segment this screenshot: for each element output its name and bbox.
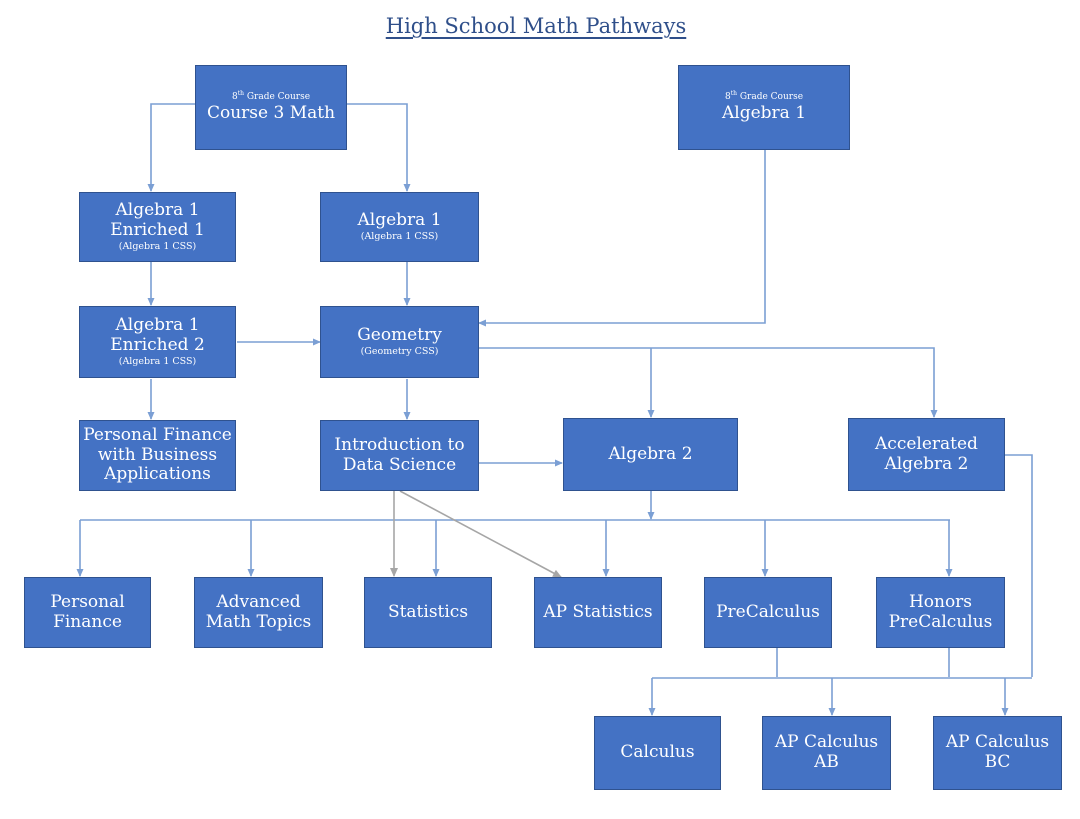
node-algebra-1-8th-grade: 8th Grade Course Algebra 1 xyxy=(678,65,850,150)
node-label: Calculus xyxy=(620,742,695,763)
node-label: Introduction to Data Science xyxy=(334,434,465,475)
node-sublabel: (Algebra 1 CSS) xyxy=(118,356,197,368)
node-personal-finance-business: Personal Finance with Business Applicati… xyxy=(79,420,236,491)
node-sublabel: (Geometry CSS) xyxy=(360,346,439,358)
page-title: High School Math Pathways xyxy=(385,14,687,38)
node-label: Algebra 1 xyxy=(721,103,807,124)
edge-alg1-8th-to-geometry xyxy=(478,150,766,327)
node-label: AP Calculus AB xyxy=(774,732,879,772)
node-label: AP Calculus BC xyxy=(945,732,1050,772)
node-sublabel: (Algebra 1 CSS) xyxy=(360,231,439,243)
node-course-3-math: 8th Grade Course Course 3 Math xyxy=(195,65,347,150)
grade-label: 8th Grade Course xyxy=(724,90,804,103)
node-algebra-1: Algebra 1 (Algebra 1 CSS) xyxy=(320,192,479,262)
node-label: Advanced Math Topics xyxy=(205,591,312,632)
node-algebra-1-enriched-2: Algebra 1 Enriched 2 (Algebra 1 CSS) xyxy=(79,306,236,378)
node-personal-finance: Personal Finance xyxy=(24,577,151,648)
node-ap-calculus-bc: AP Calculus BC xyxy=(933,716,1062,790)
node-label: Course 3 Math xyxy=(206,103,336,124)
node-ap-statistics: AP Statistics xyxy=(534,577,662,648)
node-algebra-2: Algebra 2 xyxy=(563,418,738,491)
edge-geometry-branch xyxy=(479,347,938,418)
node-label: Personal Finance with Business Applicati… xyxy=(83,425,232,485)
node-sublabel: (Algebra 1 CSS) xyxy=(118,241,197,253)
node-label: Algebra 2 xyxy=(608,443,693,464)
node-label: Statistics xyxy=(387,601,469,622)
node-geometry: Geometry (Geometry CSS) xyxy=(320,306,479,378)
node-ap-calculus-ab: AP Calculus AB xyxy=(762,716,891,790)
edge-intro-data-science-to-ap-statistics xyxy=(399,490,562,578)
node-label: Accelerated Algebra 2 xyxy=(875,433,978,474)
node-accelerated-algebra-2: Accelerated Algebra 2 xyxy=(848,418,1005,491)
edge-course3-to-alg1 xyxy=(346,103,411,192)
node-label: PreCalculus xyxy=(716,601,820,622)
node-label: Algebra 1 Enriched 2 xyxy=(110,314,205,355)
node-label: Geometry xyxy=(357,324,442,345)
node-advanced-math-topics: Advanced Math Topics xyxy=(194,577,323,648)
grade-label: 8th Grade Course xyxy=(231,90,311,103)
node-precalculus: PreCalculus xyxy=(704,577,832,648)
node-label: AP Statistics xyxy=(543,601,653,622)
node-honors-precalculus: Honors PreCalculus xyxy=(876,577,1005,648)
node-statistics: Statistics xyxy=(364,577,492,648)
edge-course3-to-alg1-enriched-1 xyxy=(147,103,196,192)
node-label: Personal Finance xyxy=(50,591,125,632)
node-calculus: Calculus xyxy=(594,716,721,790)
edge-accelerated-alg2-right xyxy=(1005,454,1033,677)
node-label: Honors PreCalculus xyxy=(888,591,993,632)
node-intro-data-science: Introduction to Data Science xyxy=(320,420,479,491)
node-label: Algebra 1 Enriched 1 xyxy=(110,199,205,240)
node-label: Algebra 1 xyxy=(357,209,442,230)
node-algebra-1-enriched-1: Algebra 1 Enriched 1 (Algebra 1 CSS) xyxy=(79,192,236,262)
